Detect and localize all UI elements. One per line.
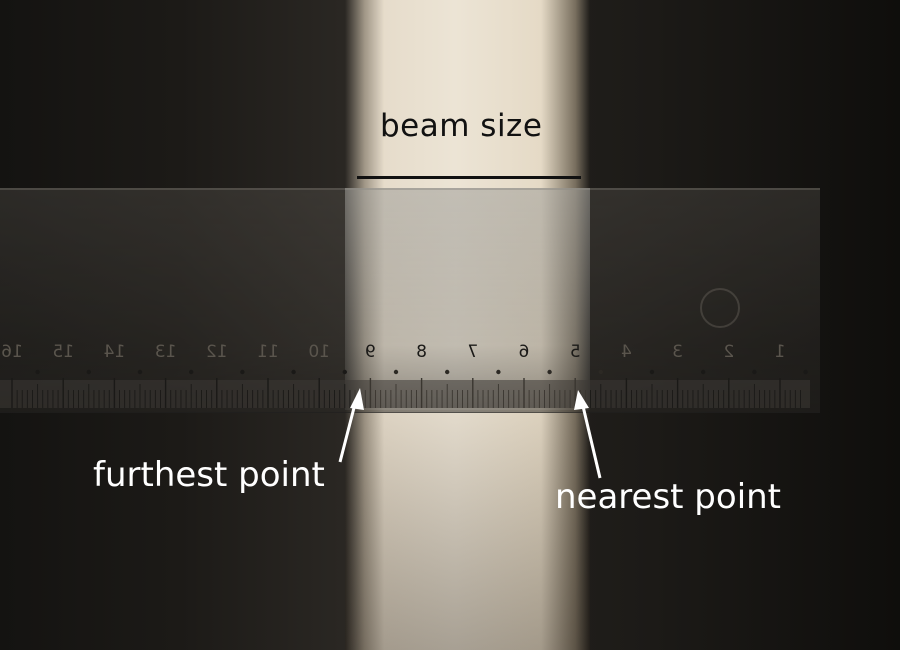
ruler-number: 16	[1, 342, 23, 362]
ruler-dot	[189, 369, 194, 375]
nearest-point-label: nearest point	[555, 477, 782, 517]
ruler-number: 14	[104, 342, 126, 362]
svg-text:16: 16	[1, 342, 23, 362]
ruler-dot	[496, 369, 501, 375]
svg-text:5: 5	[570, 342, 581, 362]
beam-shade	[345, 410, 590, 650]
svg-text:9: 9	[365, 342, 376, 362]
svg-text:8: 8	[416, 342, 427, 362]
ruler-number: 11	[257, 342, 279, 362]
svg-text:3: 3	[672, 342, 683, 362]
ruler-number: 13	[155, 342, 177, 362]
ruler-dot	[803, 369, 808, 375]
ruler-number: 10	[308, 342, 330, 362]
svg-text:7: 7	[467, 342, 478, 362]
ruler-number: 8	[416, 342, 427, 362]
svg-text:4: 4	[621, 342, 632, 362]
ruler-dot	[393, 369, 399, 375]
furthest-point-label: furthest point	[93, 455, 325, 495]
ruler-dot	[445, 369, 450, 375]
ruler-dot	[240, 369, 245, 375]
svg-text:12: 12	[206, 342, 228, 362]
svg-text:2: 2	[723, 342, 734, 362]
svg-text:13: 13	[155, 342, 177, 362]
ruler	[0, 188, 820, 413]
ruler-number: 6	[519, 342, 530, 362]
ruler-dot	[598, 369, 603, 375]
ruler-number: 12	[206, 342, 228, 362]
ruler-dot	[649, 369, 655, 375]
ruler-dot	[35, 369, 40, 375]
ruler-number: 1	[775, 342, 786, 362]
ruler-hole	[700, 288, 740, 328]
furthest-point-arrow	[338, 388, 364, 463]
ruler-dot	[342, 369, 347, 375]
ruler-ticks	[11, 369, 808, 408]
nearest-point-arrow	[574, 390, 602, 479]
ruler-number: 7	[467, 342, 478, 362]
ruler-dot	[137, 369, 143, 375]
ruler-number: 9	[365, 342, 376, 362]
svg-text:6: 6	[519, 342, 530, 362]
ruler-numbers: 16 15 14 13 12 11 10 9 8 7 6 5 4 3 2 1	[1, 342, 785, 362]
svg-text:15: 15	[52, 342, 74, 362]
ruler-dot	[752, 369, 757, 375]
ruler-dot	[547, 369, 552, 375]
svg-text:11: 11	[257, 342, 279, 362]
ruler-dot	[86, 369, 92, 375]
svg-text:1: 1	[775, 342, 786, 362]
ruler-dot	[291, 369, 296, 375]
ruler-number: 4	[621, 342, 632, 362]
svg-text:10: 10	[308, 342, 330, 362]
ruler-number: 2	[723, 342, 734, 362]
ruler-number: 3	[672, 342, 683, 362]
ruler-dot	[701, 369, 706, 375]
beam-size-label: beam size	[380, 108, 543, 144]
svg-text:14: 14	[104, 342, 126, 362]
ruler-number: 15	[52, 342, 74, 362]
ruler-number: 5	[570, 342, 581, 362]
beam-size-bar	[357, 176, 581, 179]
